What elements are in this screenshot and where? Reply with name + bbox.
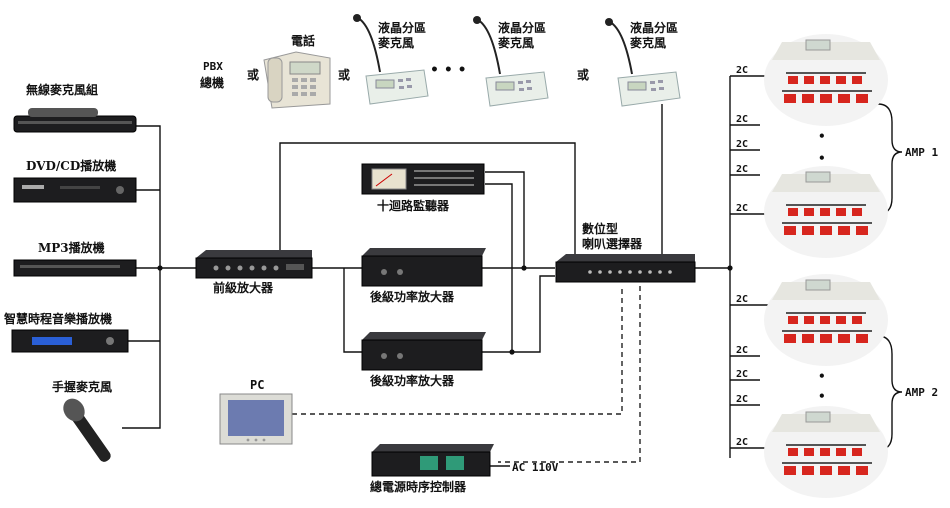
console1-label-l2: 麥克風 [377,35,414,50]
wireless-mic-receiver [13,108,137,133]
or-text-3: 或 [577,67,589,82]
2c-labels: 2C 2C 2C 2C 2C 2C 2C 2C 2C 2C [736,65,748,448]
pc-monitor [219,393,293,445]
power-amp-1-label: 後級功率放大器 [370,289,455,304]
paging-console-3 [605,18,681,107]
2c-label: 2C [736,345,748,356]
power-sequencer [371,444,494,477]
classroom-1 [764,34,888,126]
dvd-label: DVD/CD播放機 [26,158,116,173]
monitor-tap2-wire [485,183,513,352]
pc-label: PC [250,378,264,392]
hand-mic-label: 手握麥克風 [52,379,112,394]
paging-console-2 [473,16,549,107]
selector-label-l1: 數位型 [582,221,618,236]
classroom-4 [764,406,888,498]
console1-label-l1: 液晶分區 [378,20,426,35]
2c-label: 2C [736,139,748,150]
pc-control-wire [292,286,623,415]
pbx-label: PBX [203,60,223,73]
or-text-1: 或 [247,67,259,82]
wiring [122,75,903,467]
monitor-panel [361,163,485,195]
ac-label: AC 110V [512,461,559,474]
2c-label: 2C [736,65,748,76]
handheld-mic [63,398,111,462]
2c-label: 2C [736,294,748,305]
sequencer-control-wire [498,286,641,463]
2c-label: 2C [736,369,748,380]
dvd-player [13,177,137,203]
2c-branches [730,75,770,449]
more-rooms-dot: • [818,389,826,403]
2c-label: 2C [736,394,748,405]
more-rooms-dot: • [818,151,826,165]
console3-label-l1: 液晶分區 [630,20,678,35]
phone-label: 電話 [291,33,315,48]
smart-player-label: 智慧時程音樂播放機 [3,311,112,326]
amp2-brace [877,335,903,451]
console3-label-l2: 麥克風 [629,35,666,50]
mp3-label: MP3播放機 [38,240,105,255]
sequencer-label: 總電源時序控制器 [370,479,467,494]
pbx-subtitle: 總機 [200,75,224,90]
monitor-label: 十迴路監聽器 [377,198,450,213]
source-bus-wire [122,125,161,429]
or-text-2: 或 [338,67,350,82]
power-amp-2-label: 後級功率放大器 [370,373,455,388]
smart-music-player [11,329,129,353]
more-rooms-dot: • [818,369,826,383]
classroom-3 [764,274,888,366]
paging-console-1 [353,14,429,105]
2c-label: 2C [736,164,748,175]
console2-label-l1: 液晶分區 [498,20,546,35]
pre-amp-label: 前級放大器 [213,280,274,295]
classroom-2 [764,166,888,258]
power-amplifier-1 [361,248,486,287]
amp1-brace [877,103,903,215]
pre-amplifier [195,250,313,279]
more-rooms-dot: • [818,129,826,143]
junction-dot [157,265,163,271]
console2-label-l2: 麥克風 [497,35,534,50]
classrooms [764,34,888,498]
monitor-tap1-wire [485,171,525,268]
wireless-mic-label: 無線麥克風組 [26,82,98,97]
amp2-label: AMP 2 [905,386,938,399]
2c-label: 2C [736,437,748,448]
amp2-to-selector-wire [482,275,555,353]
selector-label-l2: 喇叭選擇器 [582,236,643,251]
2c-label: 2C [736,203,748,214]
telephone [263,51,331,109]
speaker-selector [555,254,696,283]
amp1-label: AMP 1 [905,146,938,159]
preamp-to-amp2-wire [343,268,362,353]
2c-label: 2C [736,114,748,125]
ellipsis: • • • [430,62,467,78]
mp3-player [13,259,137,277]
power-amplifier-2 [361,332,486,371]
preamp-to-selector-wire [279,142,576,258]
